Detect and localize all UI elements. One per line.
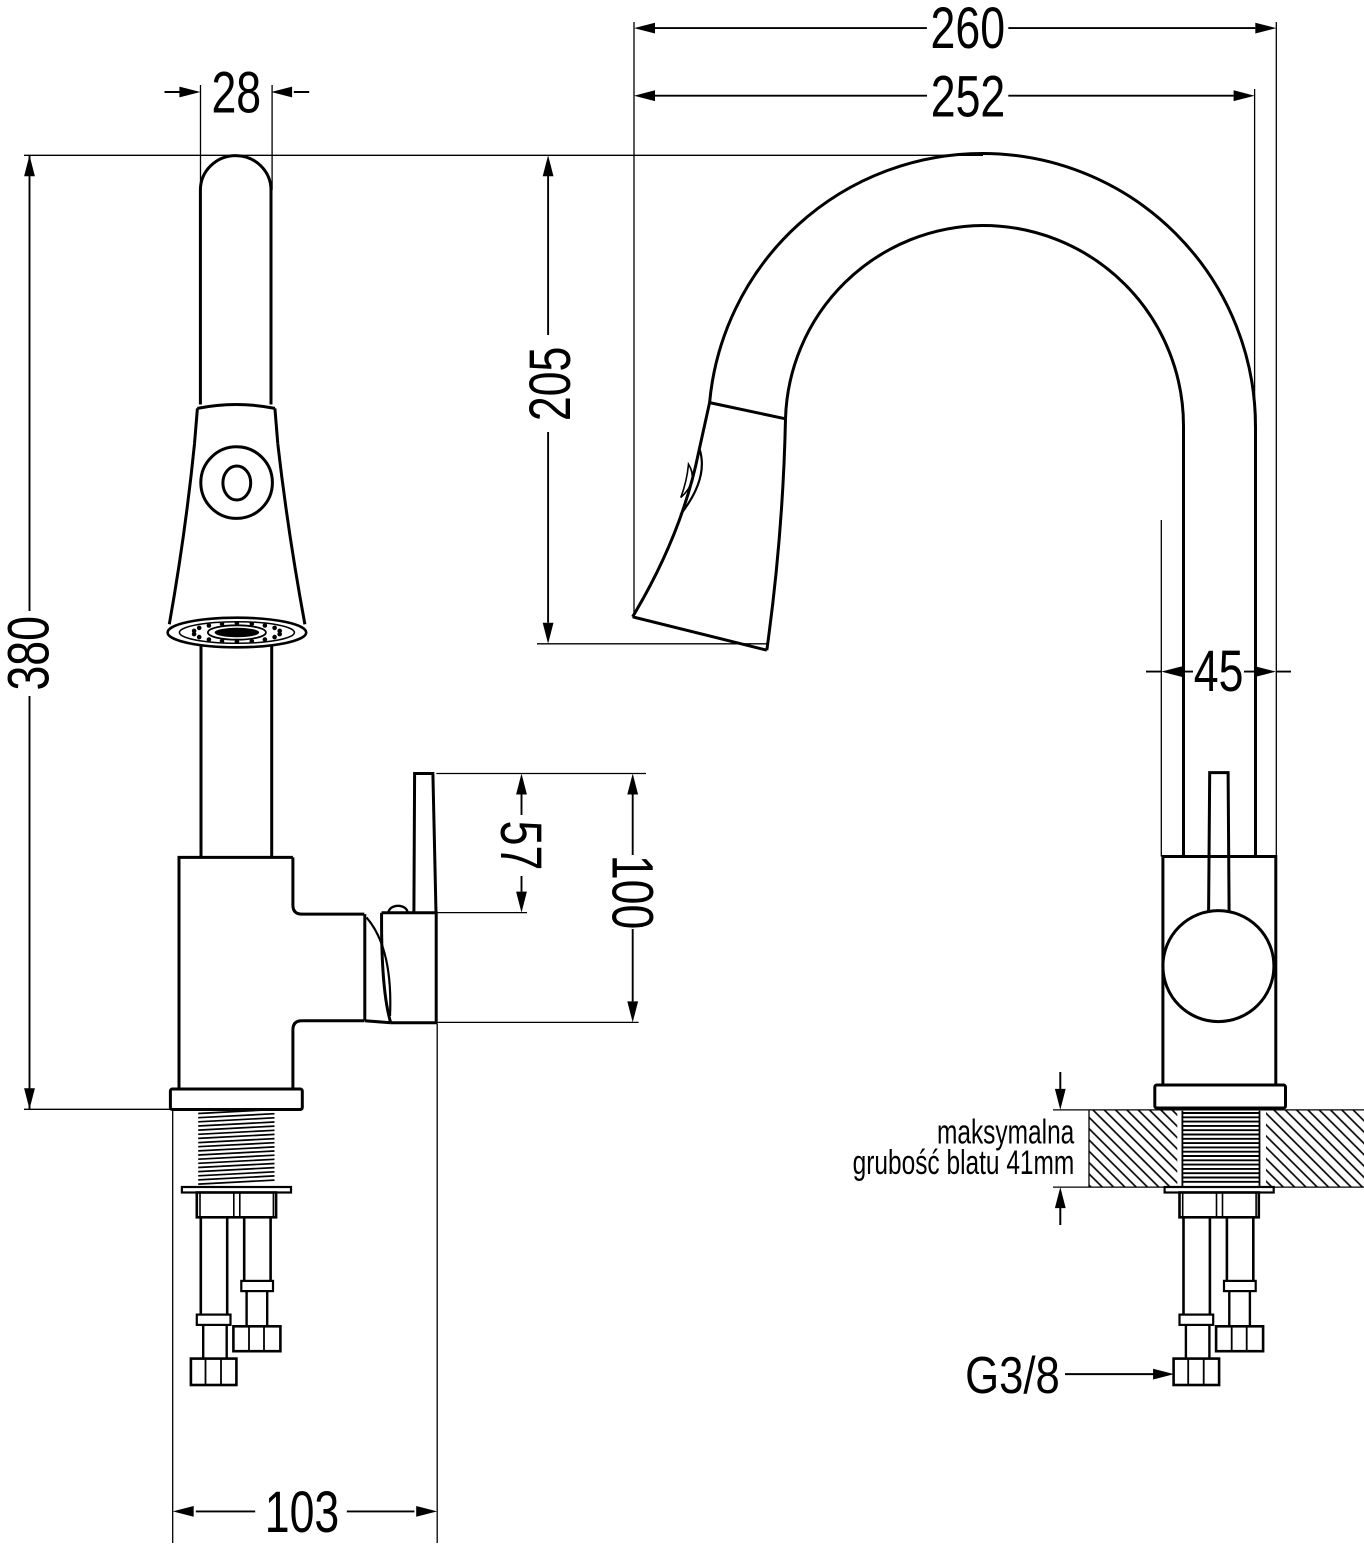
svg-text:103: 103 bbox=[265, 1479, 339, 1544]
svg-text:205: 205 bbox=[518, 347, 583, 421]
svg-text:100: 100 bbox=[600, 855, 665, 929]
svg-text:45: 45 bbox=[1194, 638, 1244, 703]
svg-text:maksymalna: maksymalna bbox=[937, 1114, 1075, 1152]
svg-text:252: 252 bbox=[931, 64, 1005, 129]
svg-text:57: 57 bbox=[488, 821, 553, 871]
svg-text:380: 380 bbox=[0, 616, 61, 690]
svg-text:260: 260 bbox=[931, 0, 1005, 61]
svg-text:grubość blatu 41mm: grubość blatu 41mm bbox=[853, 1144, 1075, 1182]
svg-text:28: 28 bbox=[211, 60, 261, 125]
svg-text:G3/8: G3/8 bbox=[965, 1348, 1060, 1405]
